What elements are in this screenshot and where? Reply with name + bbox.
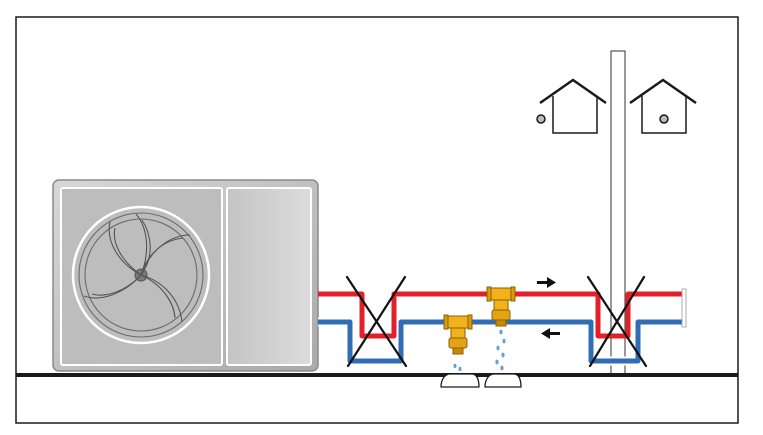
drain-block [440, 373, 522, 388]
anti-freeze-valve-icon [443, 314, 473, 355]
heat-pump-outdoor-unit-icon [52, 179, 319, 372]
water-drop-icon [453, 329, 506, 372]
flow-arrow-icon [541, 328, 560, 339]
flow-arrow-icon [537, 277, 556, 288]
utility-post [610, 50, 626, 375]
ground-line [16, 373, 738, 377]
house-icon [536, 78, 607, 134]
house-icon [629, 78, 697, 134]
anti-freeze-valve-icon [486, 286, 516, 327]
forbidden-cross-icon [345, 275, 408, 368]
pipe-end [681, 288, 687, 328]
forbidden-cross-icon [586, 275, 648, 368]
fan-icon [71, 205, 211, 345]
